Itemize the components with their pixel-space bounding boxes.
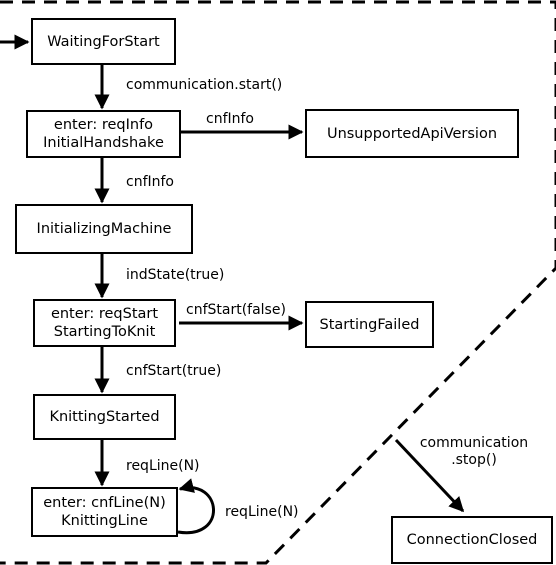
state-entry-action: enter: reqInfo [53,117,154,133]
state-name: StartingToKnit [53,324,156,340]
state-entry-action: enter: cnfLine(N) [43,495,166,511]
transition-label-communication-start: communication.start() [126,77,283,93]
state-waiting-for-start: WaitingForStart [31,18,176,65]
state-starting-to-knit: enter: reqStart StartingToKnit [33,299,176,347]
transition-label-cnfinfo-initializing: cnfInfo [126,174,174,190]
transition-label-communication-stop: communication .stop() [415,435,533,469]
state-name: ConnectionClosed [406,532,538,548]
transition-label-cnfinfo-unsupported: cnfInfo [206,111,254,127]
state-name: KnittingStarted [49,409,160,425]
state-starting-failed: StartingFailed [305,301,434,348]
state-unsupported-api-version: UnsupportedApiVersion [305,109,519,158]
state-name: WaitingForStart [47,33,160,50]
transition-label-line-1: communication [419,435,529,451]
state-name: StartingFailed [319,316,420,333]
state-name: KnittingLine [61,513,148,529]
transition-label-cnfstart-false: cnfStart(false) [186,302,286,318]
transition-label-reqline: reqLine(N) [126,458,200,474]
state-knitting-line: enter: cnfLine(N) KnittingLine [31,487,178,537]
state-initializing-machine: InitializingMachine [15,204,193,254]
state-entry-action: enter: reqStart [50,306,159,322]
state-name: UnsupportedApiVersion [326,125,498,142]
state-initial-handshake: enter: reqInfo InitialHandshake [26,110,181,158]
transition-label-cnfstart-true: cnfStart(true) [126,363,222,379]
transition-label-reqline-self-loop: reqLine(N) [225,504,299,520]
state-knitting-started: KnittingStarted [33,394,176,440]
state-name: InitialHandshake [43,135,164,151]
state-name: InitializingMachine [36,221,172,237]
self-loop-arrow-knitting-line [177,478,215,535]
transition-label-line-2: .stop() [451,452,497,468]
state-connection-closed: ConnectionClosed [391,516,553,564]
arrow-boundary-to-connection-closed [394,438,465,513]
transition-label-indstate-true: indState(true) [126,267,225,283]
